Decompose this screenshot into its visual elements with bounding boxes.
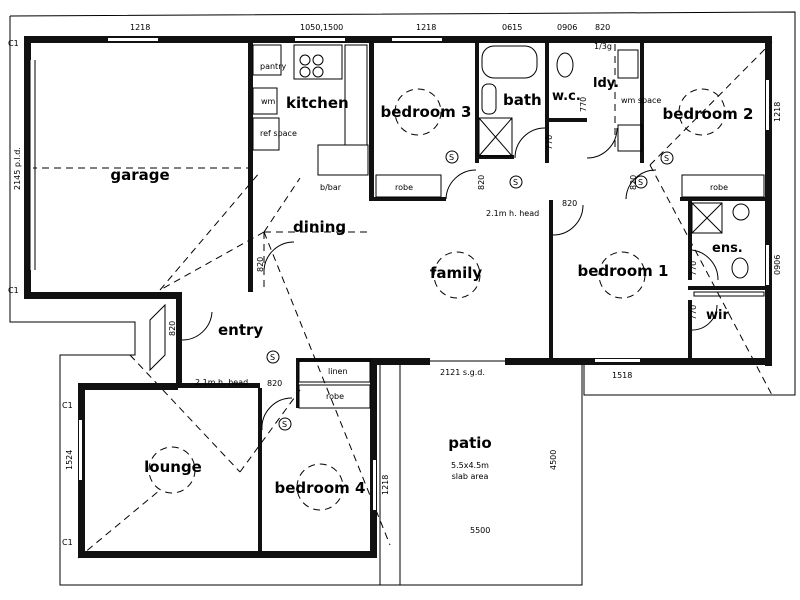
dim-top-0615: 0615 bbox=[502, 23, 522, 32]
dim-right-0906: 0906 bbox=[773, 255, 782, 275]
room-label-family: family bbox=[430, 264, 483, 282]
dim-top-0906: 0906 bbox=[557, 23, 577, 32]
dim-top-1218-a: 1218 bbox=[130, 23, 150, 32]
wm-label: wm bbox=[261, 97, 276, 106]
room-label-bedroom-2: bedroom 2 bbox=[663, 105, 754, 123]
robes bbox=[298, 174, 765, 409]
dim-entry-head: 2.1m h. head bbox=[195, 378, 248, 387]
door-swings bbox=[149, 127, 719, 431]
smoke-detectors bbox=[266, 150, 674, 431]
fixture-label-pantry: pantry bbox=[260, 62, 286, 71]
robe-label-bedroom-4: robe bbox=[326, 392, 344, 401]
smoke-detector-labels: S S S S S S bbox=[270, 153, 669, 429]
room-label-patio: patio bbox=[448, 434, 491, 452]
dim-head-21: 2.1m h. head bbox=[486, 209, 539, 218]
smoke-label: S bbox=[282, 420, 287, 429]
dim-top-1218-b: 1218 bbox=[416, 23, 436, 32]
wm-space-label: wm space bbox=[621, 96, 661, 105]
room-label-garage: garage bbox=[110, 166, 169, 184]
smoke-label: S bbox=[270, 353, 275, 362]
robe-label-bedroom-2: robe bbox=[710, 183, 728, 192]
dim-bath-770: 770 bbox=[545, 135, 554, 150]
breakfast-bar-label: b/bar bbox=[320, 183, 342, 192]
corner-c1-c: C1 bbox=[62, 401, 73, 410]
smoke-label: S bbox=[664, 154, 669, 163]
dim-patio-4500: 4500 bbox=[549, 450, 558, 470]
linen-label: linen bbox=[328, 367, 348, 376]
laundry-sink-label: 1/3g bbox=[594, 42, 612, 51]
room-label-wc: w.c. bbox=[552, 89, 581, 104]
room-label-bath: bath bbox=[503, 91, 542, 109]
corner-c1-b: C1 bbox=[8, 286, 19, 295]
dim-top-820: 820 bbox=[595, 23, 610, 32]
room-label-kitchen: kitchen bbox=[286, 94, 349, 112]
patio-outline bbox=[379, 365, 583, 586]
dim-lounge-1524: 1524 bbox=[65, 450, 74, 470]
kitchen-fixtures bbox=[252, 44, 369, 176]
dim-dining-820: 820 bbox=[256, 257, 265, 272]
dim-entry-820: 820 bbox=[168, 321, 177, 336]
room-label-dining: dining bbox=[293, 218, 346, 236]
dim-hall-820-b: 820 bbox=[629, 175, 638, 190]
dim-patio-5500: 5500 bbox=[470, 526, 490, 535]
wet-area-fixtures bbox=[478, 45, 750, 279]
room-label-wir: wir bbox=[706, 308, 729, 323]
ref-space-label: ref space bbox=[260, 129, 297, 138]
dim-left-2145: 2145 p.l.d. bbox=[13, 147, 22, 190]
corner-c1-a: C1 bbox=[8, 39, 19, 48]
smoke-label: S bbox=[513, 178, 518, 187]
dim-top-1050-1500: 1050,1500 bbox=[300, 23, 343, 32]
dim-wir-770: 770 bbox=[689, 305, 698, 320]
room-label-entry: entry bbox=[218, 321, 263, 339]
dim-sgd-2121: 2121 s.g.d. bbox=[440, 368, 485, 377]
smoke-label: S bbox=[449, 153, 454, 162]
room-label-bedroom-1: bedroom 1 bbox=[578, 262, 669, 280]
patio-slab-label: slab area bbox=[452, 472, 489, 481]
dim-bed1-1518: 1518 bbox=[612, 371, 632, 380]
dim-right-1218: 1218 bbox=[773, 102, 782, 122]
dim-bed4-1218: 1218 bbox=[381, 475, 390, 495]
dim-ens-770: 770 bbox=[689, 261, 698, 276]
room-label-bedroom-4: bedroom 4 bbox=[275, 479, 366, 497]
room-label-bedroom-3: bedroom 3 bbox=[381, 103, 472, 121]
robe-label-bedroom-3: robe bbox=[395, 183, 413, 192]
room-label-ldy: ldy. bbox=[593, 76, 619, 91]
dim-bed1-820: 820 bbox=[562, 199, 577, 208]
patio-size: 5.5x4.5m bbox=[451, 461, 489, 470]
room-label-lounge: lounge bbox=[144, 458, 202, 476]
smoke-label: S bbox=[638, 178, 643, 187]
room-label-ens: ens. bbox=[712, 241, 743, 256]
dim-ldy-770: 770 bbox=[579, 97, 588, 112]
dim-hall-820-a: 820 bbox=[477, 175, 486, 190]
corner-c1-d: C1 bbox=[62, 538, 73, 547]
windows bbox=[29, 38, 769, 510]
dimension-labels: 1218 1050,1500 1218 0615 0906 820 2145 p… bbox=[8, 23, 782, 547]
ceiling-fans bbox=[148, 88, 726, 511]
dim-bed4-820: 820 bbox=[267, 379, 282, 388]
